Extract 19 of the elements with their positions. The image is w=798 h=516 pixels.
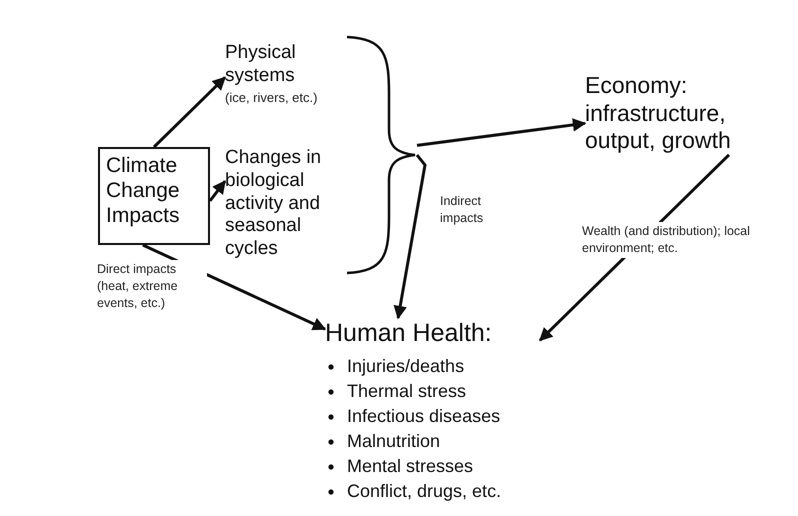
arrow xyxy=(394,154,427,320)
bullet-item: Mental stresses xyxy=(347,456,474,476)
arrow xyxy=(208,180,226,202)
heading: Human Health: xyxy=(325,318,493,348)
arrow xyxy=(416,118,586,147)
bullet-item: Malnutrition xyxy=(347,431,440,451)
node-label: infrastructure, output, growth xyxy=(585,100,732,155)
bullet-item: Conflict, drugs, etc. xyxy=(347,481,502,501)
bullet-item: Infectious diseases xyxy=(347,406,500,426)
process-box xyxy=(98,147,210,245)
edge-label: Direct impacts (heat, extreme events, etc.) xyxy=(95,260,207,313)
note: (ice, rivers, etc.) xyxy=(225,90,318,106)
node-label: Physical systems xyxy=(225,42,297,88)
arrow xyxy=(152,76,226,148)
bullet-item: Thermal stress xyxy=(347,381,466,401)
heading: Economy: xyxy=(585,72,688,100)
node-label: Changes in biological activity and seasonal cycles xyxy=(225,147,322,261)
node-label: Climate Change Impacts xyxy=(106,153,181,229)
bullet-item: Injuries/deaths xyxy=(347,356,464,376)
